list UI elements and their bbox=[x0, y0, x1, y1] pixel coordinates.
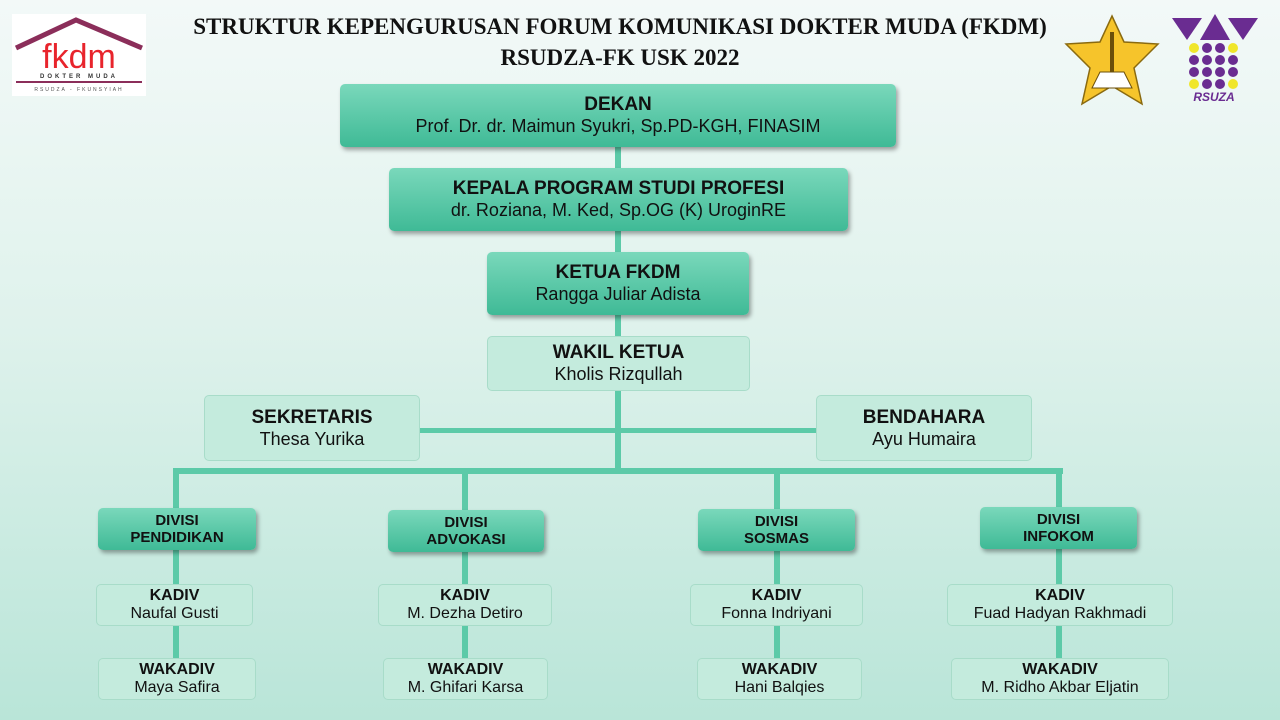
kadiv-name: Naufal Gusti bbox=[130, 605, 219, 622]
division-label: DIVISI bbox=[1036, 510, 1081, 528]
node-sekretaris-role: SEKRETARIS bbox=[251, 406, 373, 428]
connector-div-4 bbox=[1056, 468, 1062, 690]
title-line-1: STRUKTUR KEPENGURUSAN FORUM KOMUNIKASI D… bbox=[193, 14, 1047, 39]
node-wakil-role: WAKIL KETUA bbox=[552, 342, 685, 364]
wakadiv-label: WAKADIV bbox=[139, 660, 215, 678]
division-name: SOSMAS bbox=[743, 530, 809, 547]
kadiv-name: M. Dezha Detiro bbox=[407, 605, 523, 622]
node-kaprodi-role: KEPALA PROGRAM STUDI PROFESI bbox=[452, 178, 785, 200]
node-sekretaris-name: Thesa Yurika bbox=[259, 428, 365, 449]
wakadiv-label: WAKADIV bbox=[741, 660, 818, 678]
kadiv-label: KADIV bbox=[440, 586, 490, 604]
division-label: DIVISI bbox=[155, 511, 199, 529]
node-ketua-name: Rangga Juliar Adista bbox=[535, 284, 701, 305]
wakadiv-name: M. Ridho Akbar Eljatin bbox=[981, 679, 1139, 696]
division-label: DIVISI bbox=[444, 513, 488, 531]
wakadiv-name: Maya Safira bbox=[134, 679, 220, 696]
kadiv-label: KADIV bbox=[149, 586, 200, 604]
usk-logo bbox=[1062, 14, 1162, 113]
wakadiv-name: Hani Balqies bbox=[734, 679, 825, 696]
kadiv-label: KADIV bbox=[751, 586, 802, 604]
node-bendahara-role: BENDAHARA bbox=[862, 406, 986, 428]
connector-div-1 bbox=[173, 468, 179, 690]
division-name: ADVOKASI bbox=[426, 531, 506, 548]
node-ketua-role: KETUA FKDM bbox=[555, 262, 681, 284]
connector-div-2 bbox=[462, 468, 468, 690]
connector-division-horizontal bbox=[174, 468, 1063, 474]
svg-text:fkdm: fkdm bbox=[42, 38, 116, 76]
node-kaprodi-name: dr. Roziana, M. Ked, Sp.OG (K) UroginRE bbox=[450, 200, 787, 221]
node-bendahara-name: Ayu Humaira bbox=[872, 428, 976, 449]
rsuza-logo: RSUZA bbox=[1172, 14, 1258, 109]
svg-text:DOKTER MUDA: DOKTER MUDA bbox=[40, 74, 118, 80]
kadiv-name: Fonna Indriyani bbox=[721, 605, 832, 622]
wakadiv-name: M. Ghifari Karsa bbox=[407, 679, 524, 696]
svg-text:RSUZA: RSUZA bbox=[1193, 90, 1234, 104]
connector-div-3 bbox=[774, 468, 780, 690]
division-name: PENDIDIKAN bbox=[130, 529, 224, 546]
wakadiv-label: WAKADIV bbox=[427, 660, 504, 678]
svg-text:RSUDZA - FKUNSYIAH: RSUDZA - FKUNSYIAH bbox=[34, 87, 123, 93]
wakadiv-label: WAKADIV bbox=[1022, 660, 1098, 678]
kadiv-label: KADIV bbox=[1035, 586, 1085, 604]
title-line-2: RSUDZA-FK USK 2022 bbox=[500, 45, 740, 70]
kadiv-name: Fuad Hadyan Rakhmadi bbox=[973, 605, 1147, 622]
node-dekan-role: DEKAN bbox=[584, 94, 652, 116]
fkdm-logo: fkdm DOKTER MUDA RSUDZA - FKUNSYIAH bbox=[12, 14, 146, 96]
division-label: DIVISI bbox=[754, 512, 799, 530]
node-wakil-name: Kholis Rizqullah bbox=[554, 364, 683, 385]
node-dekan-name: Prof. Dr. dr. Maimun Syukri, Sp.PD-KGH, … bbox=[415, 116, 821, 137]
division-name: INFOKOM bbox=[1023, 528, 1094, 545]
connector-staff-horizontal bbox=[420, 428, 816, 433]
